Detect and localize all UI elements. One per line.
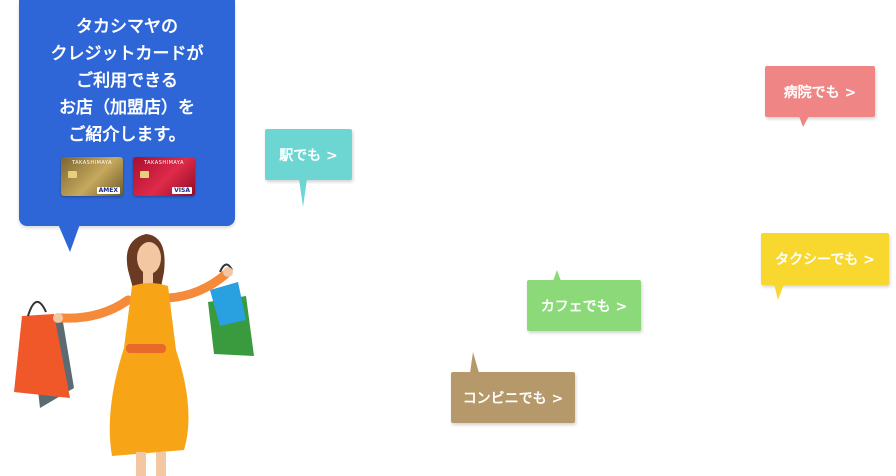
card-chip — [68, 171, 77, 178]
intro-text: タカシマヤの クレジットカードが ご利用できる お店（加盟店）を ご紹介します。 — [50, 17, 204, 145]
intro-speech-tail — [58, 224, 80, 252]
card-brand-label: TAKASHIMAYA — [143, 160, 185, 166]
shopping-woman-illustration — [14, 234, 254, 476]
cafe-link-label: カフェでも > — [540, 298, 628, 315]
amex-logo: AMEX — [96, 187, 120, 194]
taxi-bubble-tail — [774, 284, 784, 300]
convenience-store-link-label: コンビニでも > — [462, 390, 564, 407]
convenience-bubble-tail — [470, 352, 479, 373]
taxi-link-button[interactable]: タクシーでも > — [761, 233, 889, 285]
hospital-bubble-tail — [799, 116, 809, 127]
taxi-link-label: タクシーでも > — [775, 252, 875, 268]
cafe-bubble-tail — [553, 270, 561, 281]
red-credit-card-image: TAKASHIMAYA VISA — [133, 157, 195, 196]
card-chip — [140, 171, 149, 178]
visa-logo: VISA — [172, 187, 192, 194]
station-link-button[interactable]: 駅でも > — [265, 129, 352, 180]
station-bubble-tail — [299, 179, 307, 207]
card-brand-label: TAKASHIMAYA — [71, 160, 113, 166]
hospital-link-button[interactable]: 病院でも > — [765, 66, 875, 117]
convenience-store-link-button[interactable]: コンビニでも > — [451, 372, 575, 423]
hospital-link-label: 病院でも > — [783, 84, 857, 101]
gold-credit-card-image: TAKASHIMAYA AMEX — [61, 157, 123, 196]
cafe-link-button[interactable]: カフェでも > — [527, 280, 641, 331]
intro-panel: タカシマヤの クレジットカードが ご利用できる お店（加盟店）を ご紹介します。… — [19, 0, 235, 226]
station-link-label: 駅でも > — [279, 147, 338, 164]
